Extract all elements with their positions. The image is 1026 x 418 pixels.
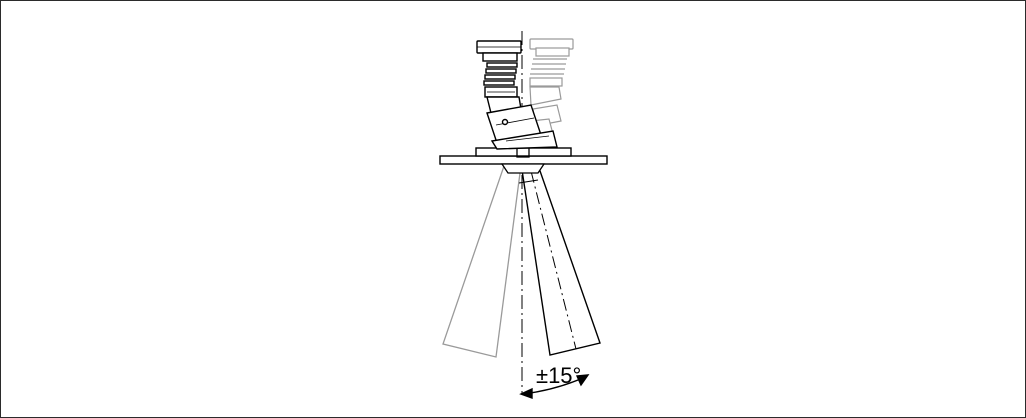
ghost-antenna-cone xyxy=(442,165,521,358)
arrow-left-head xyxy=(519,387,533,399)
cone-axis xyxy=(530,170,577,350)
tilt-angle-indicator xyxy=(519,374,590,399)
process-nut xyxy=(500,146,546,174)
tilt-angle-label: ±15° xyxy=(536,363,581,388)
antenna-cone xyxy=(518,167,601,356)
arrow-right-head xyxy=(575,374,590,387)
transmitter-housing xyxy=(476,40,558,150)
mounting-flange xyxy=(439,147,608,165)
